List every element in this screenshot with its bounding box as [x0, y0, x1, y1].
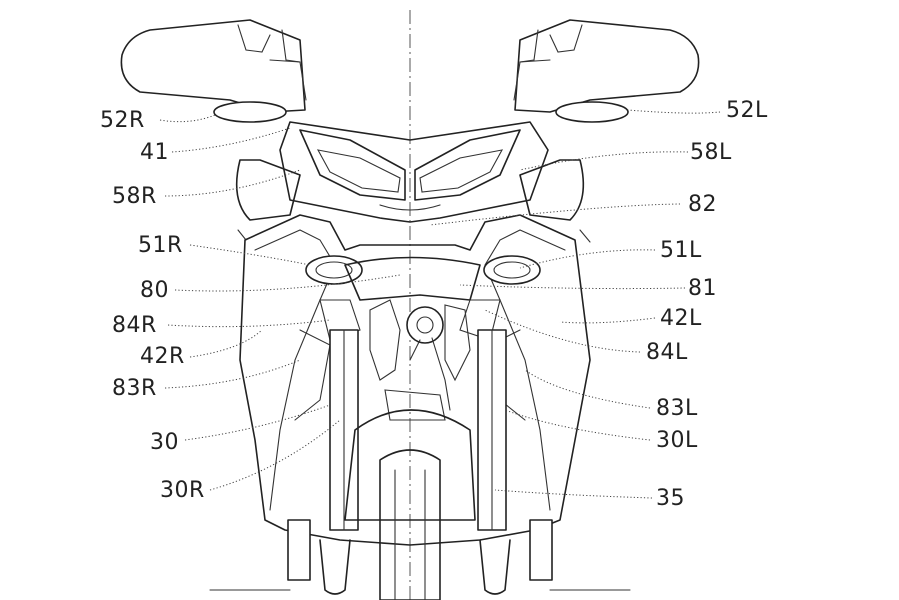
front-fairing	[239, 214, 591, 546]
headlight-58R	[299, 129, 406, 201]
label-58R: 58R	[112, 184, 157, 209]
air-intake-80	[344, 256, 481, 301]
position-light-51L	[483, 255, 541, 285]
turn-signal-52R	[213, 101, 287, 123]
label-35: 35	[656, 486, 685, 511]
label-82: 82	[688, 192, 717, 217]
label-83R: 83R	[112, 376, 157, 401]
label-80: 80	[140, 278, 169, 303]
fork-leg-left	[529, 519, 553, 581]
duct-83R	[294, 329, 331, 421]
hand-guard-right-side	[120, 19, 306, 113]
side-cowl-left	[519, 159, 585, 221]
upper-cowl-41	[279, 121, 549, 223]
front-fender-35	[344, 409, 476, 521]
label-30: 30	[150, 430, 179, 455]
label-52R: 52R	[100, 108, 145, 133]
turn-signal-52L	[555, 101, 629, 123]
label-52L: 52L	[726, 98, 768, 123]
label-41: 41	[140, 140, 169, 165]
bracket-84R	[319, 299, 361, 341]
label-58L: 58L	[690, 140, 732, 165]
label-51L: 51L	[660, 238, 702, 263]
label-84L: 84L	[646, 340, 688, 365]
sensor-81	[406, 306, 444, 344]
label-42L: 42L	[660, 306, 702, 331]
label-84R: 84R	[112, 313, 157, 338]
position-light-51R	[305, 255, 363, 285]
label-81: 81	[688, 276, 717, 301]
label-42R: 42R	[140, 344, 185, 369]
fork-leg-right	[287, 519, 311, 581]
label-83L: 83L	[656, 396, 698, 421]
side-cowl-right	[235, 159, 301, 221]
hand-guard-left-side	[514, 19, 700, 113]
headlight-58L	[414, 129, 521, 201]
bracket-84L	[459, 299, 501, 341]
label-51R: 51R	[138, 233, 183, 258]
label-30L: 30L	[656, 428, 698, 453]
label-30R: 30R	[160, 478, 205, 503]
front-wheel	[379, 449, 441, 600]
